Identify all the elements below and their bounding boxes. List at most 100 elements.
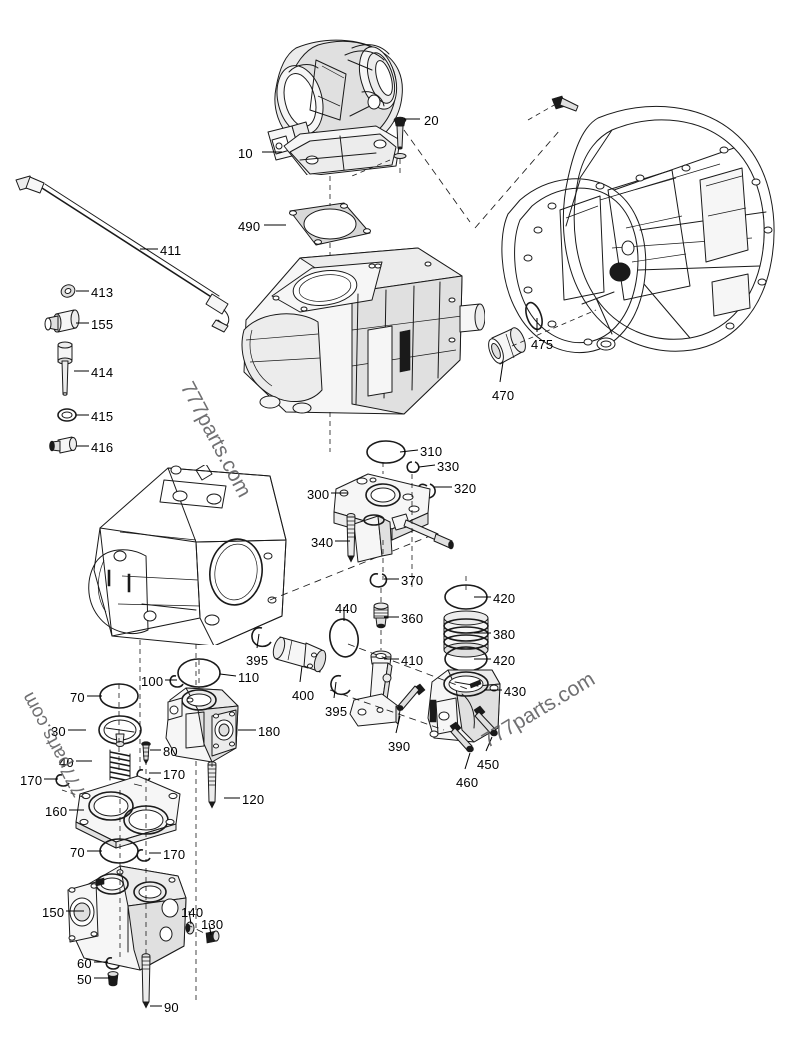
callout-416[interactable]: 416 [91, 440, 114, 455]
callout-450[interactable]: 450 [477, 757, 500, 772]
part-411-oil-line [15, 175, 230, 333]
callout-440[interactable]: 440 [335, 601, 358, 616]
assembly-guide [474, 129, 561, 229]
callout-310[interactable]: 310 [420, 444, 443, 459]
part-416-fitting [49, 436, 77, 454]
callout-80[interactable]: 80 [163, 744, 178, 759]
part-170-snap-ring-c [136, 849, 151, 862]
assembly-guide [185, 923, 211, 937]
part-360-fitting [373, 602, 389, 629]
part-340-bolt [346, 513, 356, 563]
callout-170[interactable]: 170 [20, 773, 43, 788]
part-140-bushing [185, 921, 195, 935]
callout-170[interactable]: 170 [163, 767, 186, 782]
callout-40[interactable]: 40 [59, 755, 74, 770]
assembly-guide [351, 159, 391, 177]
part-395-retaining-ring-lower [330, 674, 351, 696]
callout-50[interactable]: 50 [77, 972, 92, 987]
part-410-lever-arm [349, 650, 401, 727]
part-50-plug [107, 971, 119, 987]
part-390-bolt [396, 683, 426, 711]
callout-411[interactable]: 411 [160, 243, 182, 258]
callout-10[interactable]: 10 [238, 146, 253, 161]
part-300-mounting-plate [333, 473, 454, 563]
part-130-plug [205, 930, 220, 944]
callout-100[interactable]: 100 [141, 674, 164, 689]
part-440-o-ring [329, 618, 359, 658]
part-155-connector [44, 309, 80, 333]
part-460-bolt [449, 721, 474, 753]
callout-130[interactable]: 130 [201, 917, 224, 932]
part-310-o-ring [366, 440, 406, 464]
callout-395[interactable]: 395 [246, 653, 269, 668]
callout-300[interactable]: 300 [307, 487, 330, 502]
callout-414[interactable]: 414 [91, 365, 114, 380]
assembly-guide [347, 643, 471, 691]
part-330-snap-ring [406, 461, 420, 474]
callout-90[interactable]: 90 [164, 1000, 179, 1015]
bell-housing [501, 95, 775, 354]
callout-400[interactable]: 400 [292, 688, 315, 703]
callout-180[interactable]: 180 [258, 724, 281, 739]
callout-470[interactable]: 470 [492, 388, 515, 403]
callout-30[interactable]: 30 [51, 724, 66, 739]
part-120-stud-bolt [207, 761, 217, 809]
callout-170[interactable]: 170 [163, 847, 186, 862]
part-415-o-ring [57, 408, 77, 422]
callout-330[interactable]: 330 [437, 459, 460, 474]
callout-490[interactable]: 490 [238, 219, 261, 234]
part-100-retaining-ring [169, 675, 184, 688]
assembly-guide [511, 309, 597, 347]
callout-415[interactable]: 415 [91, 409, 114, 424]
callout-395[interactable]: 395 [325, 704, 348, 719]
part-395-retaining-ring-upper [251, 626, 272, 648]
callout-150[interactable]: 150 [42, 905, 65, 920]
assembly-guide [403, 129, 471, 223]
part-370-snap-ring [369, 573, 388, 588]
callout-70[interactable]: 70 [70, 690, 85, 705]
callout-410[interactable]: 410 [401, 653, 424, 668]
assembly-guide [61, 789, 87, 799]
callout-140[interactable]: 140 [181, 905, 204, 920]
part-30-valve-seat [98, 715, 142, 747]
callout-340[interactable]: 340 [311, 535, 334, 550]
part-414-banjo-bolt [57, 341, 73, 396]
part-450-bolt [473, 705, 498, 737]
part-180-valve-body-upper [165, 687, 239, 763]
callout-380[interactable]: 380 [493, 627, 516, 642]
callout-160[interactable]: 160 [45, 804, 68, 819]
part-160-separator-plate [75, 775, 181, 849]
callout-320[interactable]: 320 [454, 481, 477, 496]
part-475-seal-ring [525, 301, 543, 331]
part-10-turbocharger [267, 39, 403, 175]
part-380-bellows [443, 610, 489, 658]
callout-360[interactable]: 360 [401, 611, 424, 626]
callout-420[interactable]: 420 [493, 653, 516, 668]
callout-60[interactable]: 60 [77, 956, 92, 971]
callout-20[interactable]: 20 [424, 113, 439, 128]
callout-390[interactable]: 390 [388, 739, 411, 754]
callout-413[interactable]: 413 [91, 285, 114, 300]
part-80-screw [141, 741, 151, 765]
part-413-washer [60, 284, 76, 298]
callout-460[interactable]: 460 [456, 775, 479, 790]
blower-housing-main [241, 247, 485, 415]
callout-420[interactable]: 420 [493, 591, 516, 606]
part-90-long-bolt [141, 953, 151, 1009]
callout-70[interactable]: 70 [70, 845, 85, 860]
part-470-sleeve [488, 327, 526, 365]
part-170-snap-ring-a [55, 774, 70, 787]
callout-120[interactable]: 120 [242, 792, 265, 807]
callout-370[interactable]: 370 [401, 573, 424, 588]
callout-155[interactable]: 155 [91, 317, 114, 332]
part-400-shaft-roller [272, 636, 327, 673]
callout-110[interactable]: 110 [238, 670, 260, 685]
assembly-guide [269, 535, 431, 601]
callout-475[interactable]: 475 [531, 337, 554, 352]
part-60-washer [105, 957, 120, 970]
callout-430[interactable]: 430 [504, 684, 527, 699]
part-20-bolt [393, 116, 407, 176]
blower-housing-secondary [88, 465, 287, 645]
